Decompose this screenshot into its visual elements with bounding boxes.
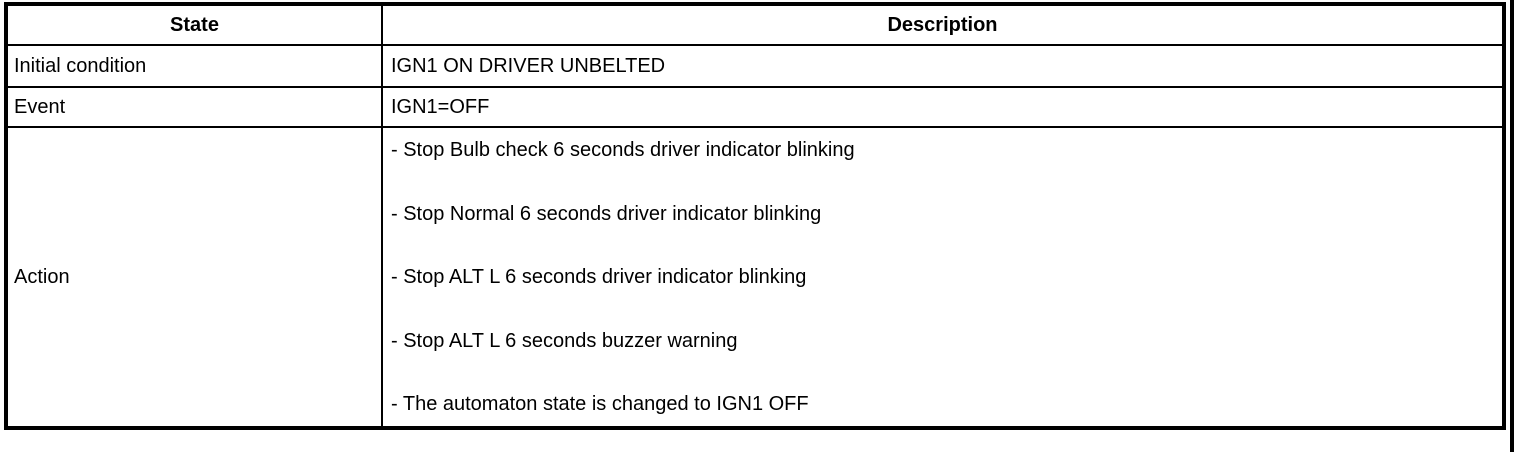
state-cell-action: Action: [5, 126, 383, 429]
description-cell-event: IGN1=OFF: [381, 86, 1505, 128]
state-cell-initial-condition: Initial condition: [5, 44, 383, 88]
action-item: - Stop ALT L 6 seconds driver indicator …: [391, 266, 807, 288]
table-row-initial-condition: Initial condition IGN1 ON DRIVER UNBELTE…: [5, 44, 1505, 88]
state-description-table: State Description Initial condition IGN1…: [4, 2, 1506, 430]
description-cell-action: - Stop Bulb check 6 seconds driver indic…: [381, 126, 1505, 429]
action-item: - The automaton state is changed to IGN1…: [391, 393, 809, 415]
page-frame-right-edge: [1510, 0, 1514, 452]
description-column-header: Description: [381, 3, 1505, 46]
action-item-list: - Stop Bulb check 6 seconds driver indic…: [384, 129, 1502, 426]
action-item: - Stop Normal 6 seconds driver indicator…: [391, 202, 822, 225]
table-row-event: Event IGN1=OFF: [5, 86, 1505, 128]
table-row-action: Action - Stop Bulb check 6 seconds drive…: [5, 126, 1505, 429]
header-row: State Description: [5, 3, 1505, 46]
description-cell-initial-condition: IGN1 ON DRIVER UNBELTED: [381, 44, 1505, 88]
state-column-header: State: [5, 3, 383, 46]
action-item: - Stop ALT L 6 seconds buzzer warning: [391, 329, 738, 352]
state-cell-event: Event: [5, 86, 383, 128]
action-item: - Stop Bulb check 6 seconds driver indic…: [391, 139, 855, 161]
